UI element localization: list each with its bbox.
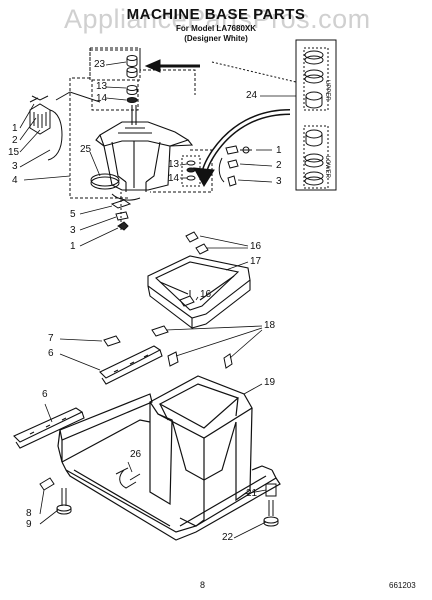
- part-21-22-leg: [263, 483, 279, 527]
- callout-26: 26: [130, 449, 142, 460]
- part-7-clip: [103, 335, 121, 347]
- callout-22: 22: [222, 532, 234, 543]
- callout-3-right: 3: [276, 176, 282, 187]
- callout-1-right: 1: [276, 145, 282, 156]
- gearcase-assembly: [95, 105, 194, 192]
- callout-13: 13: [96, 81, 108, 92]
- part-15-clamp: [29, 91, 101, 161]
- callout-14: 14: [96, 93, 108, 104]
- color-note: (Designer White): [184, 34, 248, 43]
- parts-1-2-3-right: [218, 145, 252, 187]
- callout-16: 16: [250, 241, 262, 252]
- callout-21: 21: [246, 488, 258, 499]
- callout-9: 9: [26, 519, 32, 530]
- page-number: 8: [200, 580, 206, 590]
- part-16-clips-top: [185, 231, 209, 255]
- callout-16-lower: 16: [200, 289, 212, 300]
- callout-13-side: 13: [168, 159, 180, 170]
- part-16-clip-lower: [179, 290, 195, 307]
- callout-24: 24: [246, 90, 258, 101]
- callout-6-lower: 6: [42, 389, 48, 400]
- callout-1-bottom: 1: [70, 241, 76, 252]
- callout-7: 7: [48, 333, 54, 344]
- leader-lines: [19, 61, 296, 539]
- callout-3-bottom: 3: [70, 225, 76, 236]
- part-24-seal-kit: [295, 39, 337, 191]
- diagram-title: MACHINE BASE PARTS: [126, 6, 306, 23]
- callout-5: 5: [70, 209, 76, 220]
- curved-arrow: [193, 109, 291, 187]
- lower-seal-label: LOWER: [324, 156, 330, 179]
- callout-18: 18: [264, 320, 276, 331]
- upper-seal-label: UPPER: [324, 80, 330, 101]
- callout-2-right: 2: [276, 160, 282, 171]
- part-18-clips: [151, 325, 233, 369]
- callout-25: 25: [80, 144, 92, 155]
- part-23-bushing: [126, 55, 138, 78]
- callout-1: 1: [12, 123, 18, 134]
- part-25-ring: [90, 173, 120, 190]
- callout-8: 8: [26, 508, 32, 519]
- part-17-bracket: [147, 255, 251, 329]
- callout-3: 3: [12, 161, 18, 172]
- callout-23: 23: [94, 59, 106, 70]
- part-6-rail-upper: [99, 345, 163, 385]
- part-19-base-frame: [57, 375, 281, 541]
- callout-6-upper: 6: [48, 348, 54, 359]
- callout-4: 4: [12, 175, 18, 186]
- callout-19: 19: [264, 377, 276, 388]
- part-6-rail-lower: [13, 407, 85, 449]
- parts-5-3-1-bottom: [110, 192, 141, 232]
- callout-15: 15: [8, 147, 20, 158]
- callout-14-side: 14: [168, 173, 180, 184]
- part-26-hook: [115, 467, 141, 489]
- straight-arrow: [144, 59, 200, 73]
- model-number: For Model LA7680XK: [175, 24, 256, 33]
- callout-17: 17: [250, 256, 262, 267]
- part-8-9-leg: [39, 477, 72, 515]
- gearcase-box: [69, 47, 213, 199]
- callout-2: 2: [12, 135, 18, 146]
- watermark: AppliancePartsPros.com: [64, 4, 371, 34]
- part-13-14-upper: [126, 85, 138, 103]
- document-code: 661203: [389, 581, 416, 590]
